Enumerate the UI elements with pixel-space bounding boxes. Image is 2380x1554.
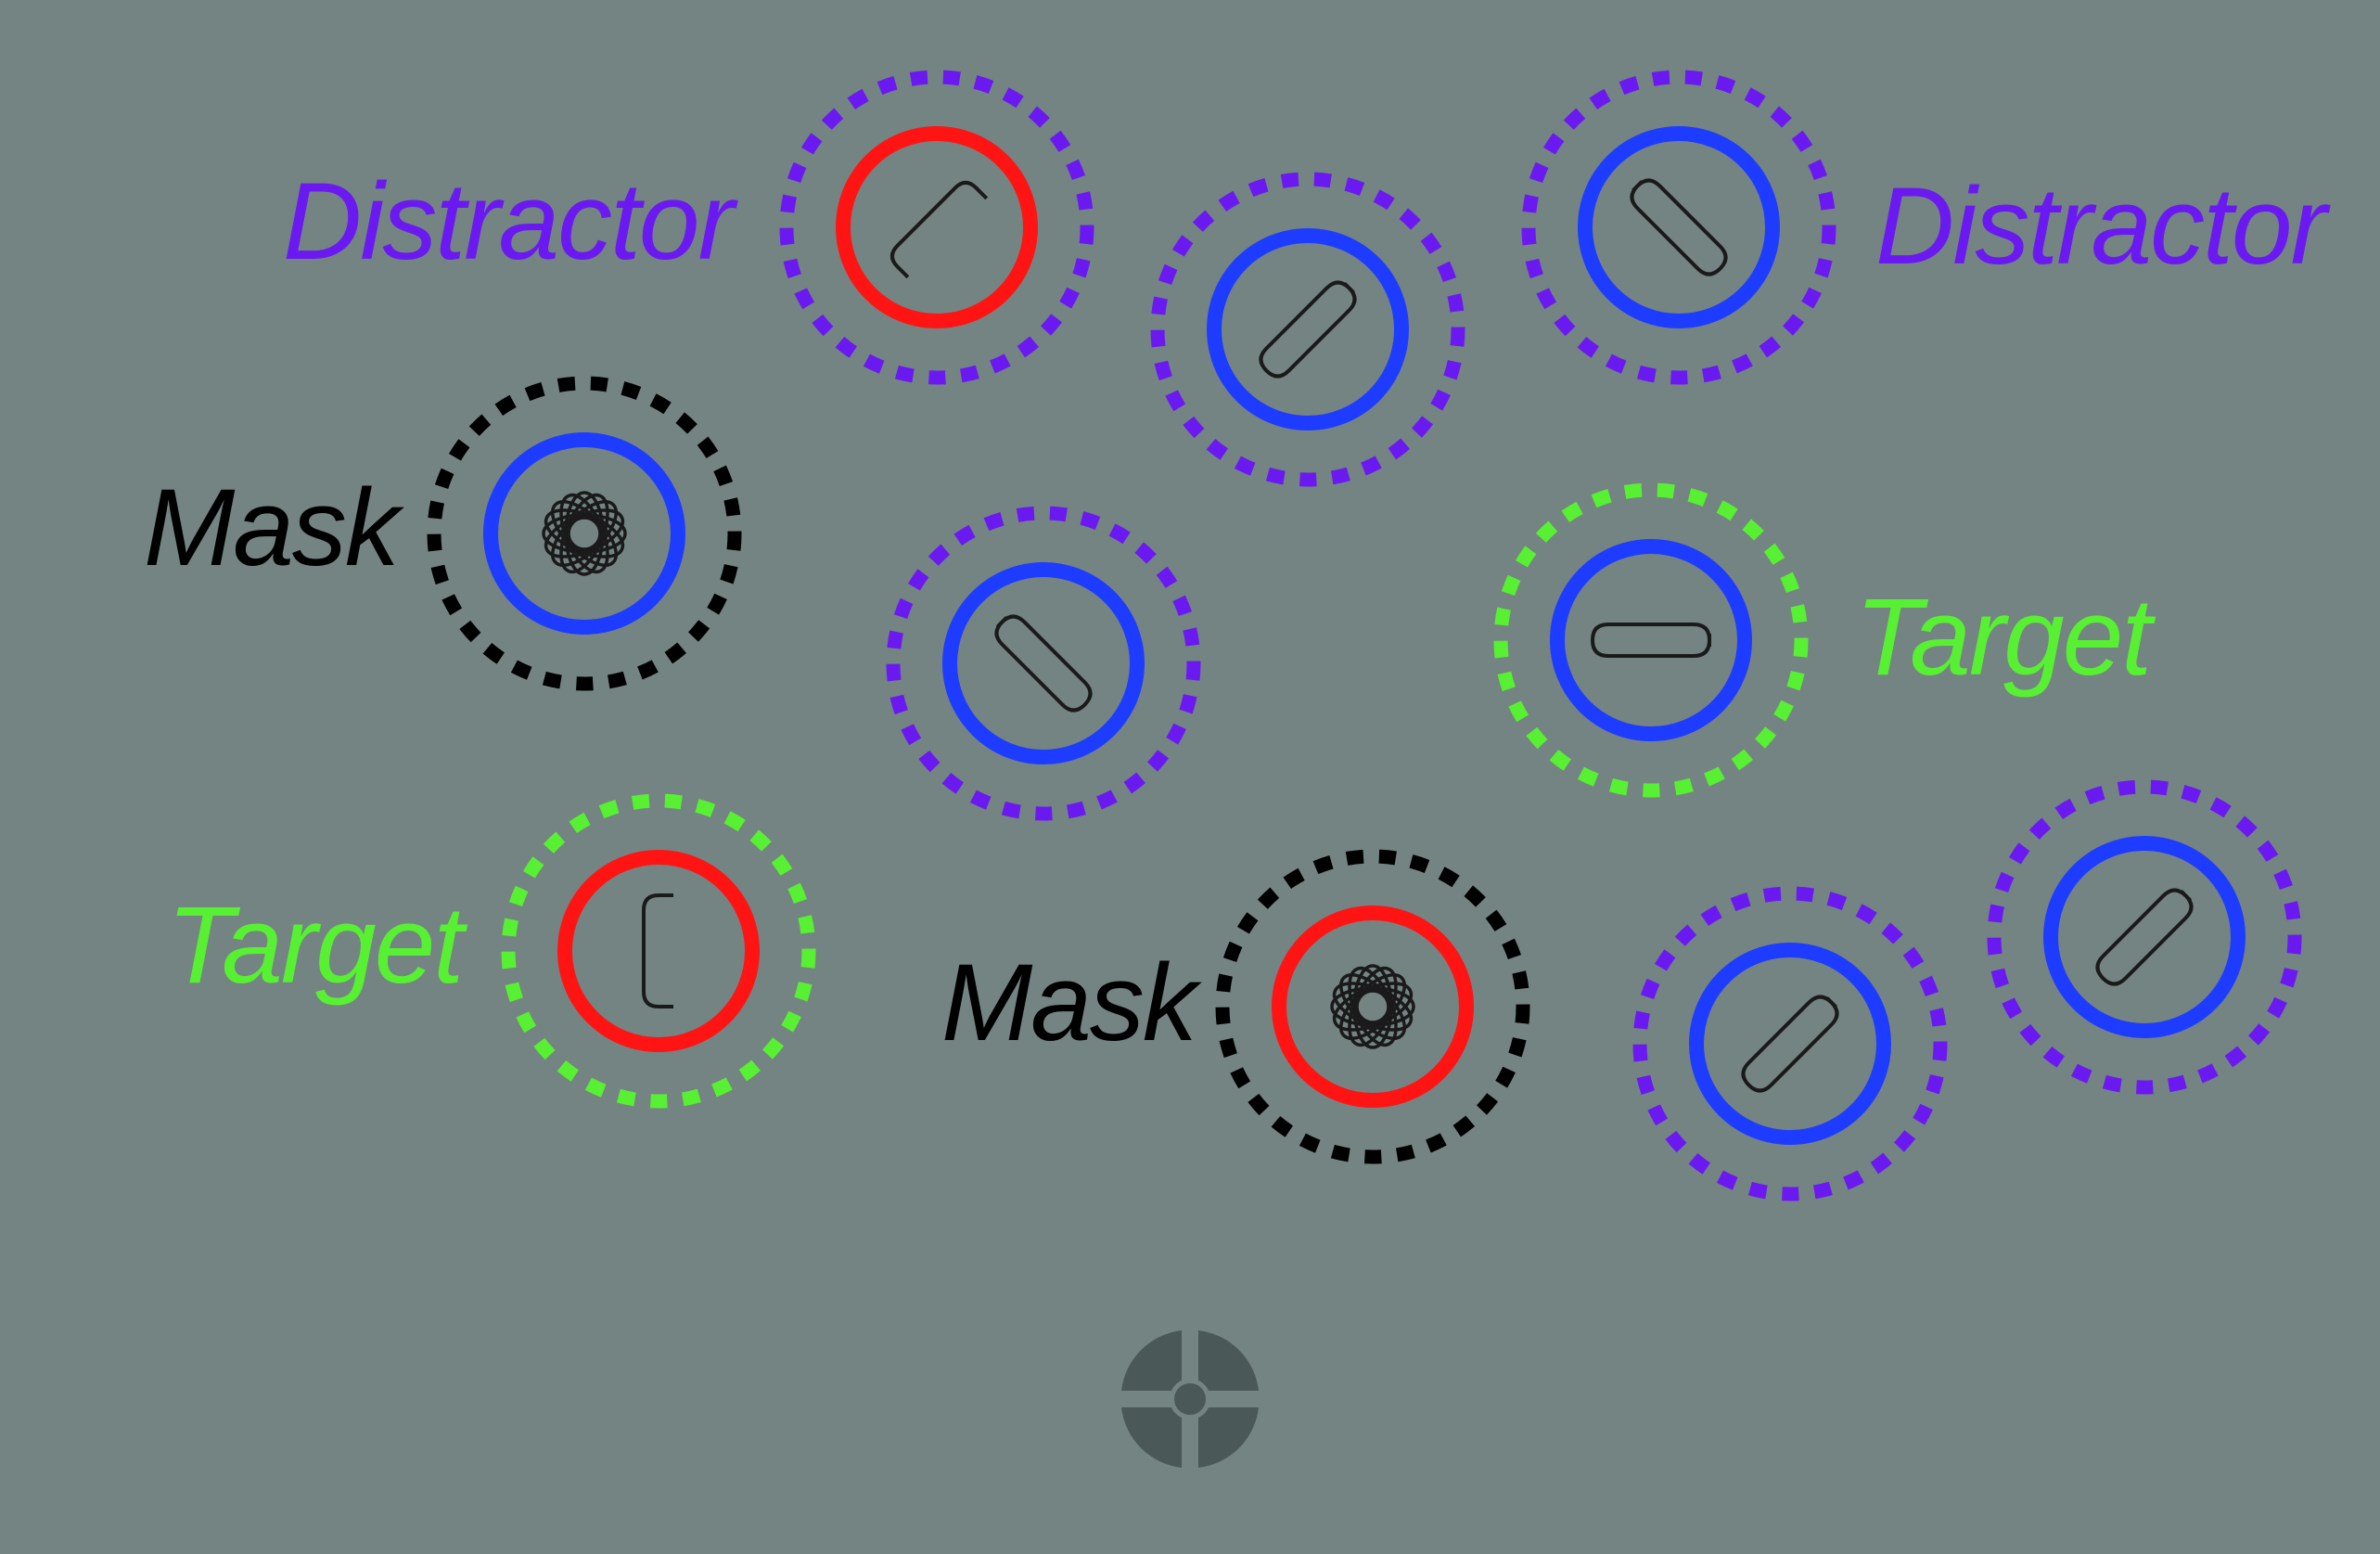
mask-stimulus — [427, 376, 742, 691]
distractor-label-right: Distractor — [1875, 165, 2327, 288]
mask-label-upper: Mask — [144, 467, 400, 589]
bar-icon — [1591, 623, 1711, 658]
c-bar-icon — [889, 180, 989, 279]
flower-mask-icon — [542, 491, 627, 576]
target-label-right: Target — [1855, 576, 2152, 699]
target-stimulus — [501, 793, 816, 1109]
distractor-stimulus — [1521, 70, 1836, 385]
distractor-stimulus — [1987, 779, 2302, 1095]
bar-icon — [2095, 888, 2194, 986]
fixation-cross-icon — [1121, 1330, 1259, 1468]
c-bar-icon — [642, 893, 673, 1008]
target-label-left: Target — [167, 884, 464, 1007]
distractor-stimulus — [1632, 886, 1948, 1201]
bar-icon — [1259, 280, 1357, 379]
mask-stimulus — [1215, 849, 1530, 1164]
distractor-label-left: Distractor — [283, 161, 735, 283]
bar-icon — [994, 614, 1093, 713]
bar-icon — [1630, 178, 1728, 276]
flower-mask-icon — [1330, 964, 1415, 1049]
distractor-stimulus — [886, 506, 1201, 821]
distractor-stimulus — [779, 70, 1094, 385]
bar-icon — [1741, 995, 1839, 1093]
target-stimulus — [1493, 482, 1809, 798]
distractor-stimulus — [1150, 172, 1465, 487]
mask-label-lower: Mask — [941, 942, 1197, 1064]
